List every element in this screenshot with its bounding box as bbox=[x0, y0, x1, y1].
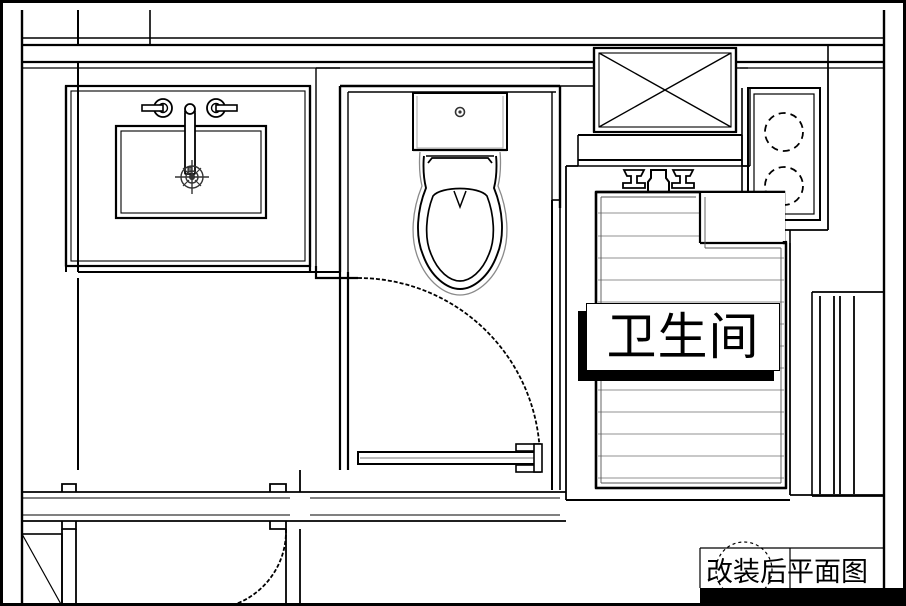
left-wall bbox=[20, 10, 151, 606]
right-partition-lines bbox=[811, 291, 884, 497]
faucet-handle-right-icon bbox=[206, 98, 238, 118]
vanity-surround-walls bbox=[64, 68, 340, 273]
sink-drain-icon bbox=[175, 160, 209, 194]
room-label-text: 卫生间 bbox=[606, 308, 760, 366]
top-wall-assembly bbox=[22, 37, 884, 69]
toilet-fixture bbox=[412, 92, 508, 296]
plan-caption: 改装后平面图 bbox=[706, 557, 868, 588]
shower-surround-walls bbox=[565, 166, 884, 501]
right-wall bbox=[827, 10, 886, 606]
shower-handle-right-icon bbox=[671, 169, 695, 189]
door-panel bbox=[357, 451, 541, 465]
faucet-spout-icon bbox=[184, 103, 196, 175]
door-latch-icon bbox=[515, 443, 543, 473]
shower-step-notch bbox=[701, 193, 785, 241]
shower-handle-left-icon bbox=[622, 169, 646, 189]
faucet-handle-left-icon bbox=[141, 98, 173, 118]
door-hinge-jamb bbox=[314, 266, 358, 470]
misc-interior-lines bbox=[316, 48, 751, 167]
burner-top-icon bbox=[764, 112, 804, 152]
lower-left-door-arc bbox=[229, 528, 287, 606]
room-label: 卫生间 bbox=[578, 303, 782, 381]
window-symbol bbox=[592, 46, 738, 134]
room-label-box: 卫生间 bbox=[586, 303, 780, 371]
bottom-left-detail bbox=[21, 533, 63, 606]
title-bar bbox=[699, 541, 904, 605]
